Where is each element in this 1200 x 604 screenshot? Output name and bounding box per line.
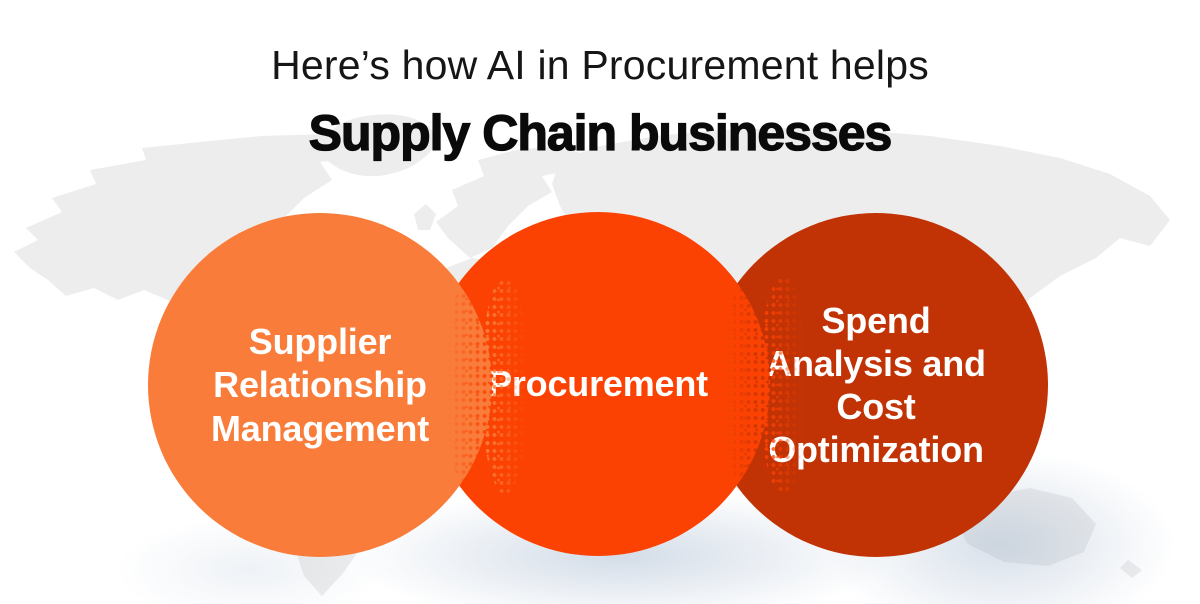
map-greenland (318, 114, 436, 177)
circle-label-supplier-relationship: Supplier Relationship Management (211, 320, 429, 450)
map-north-america (14, 134, 378, 302)
map-new-zealand (1120, 560, 1142, 578)
circle-label-line: Cost (836, 386, 916, 427)
circle-label-procurement: Procurement (488, 362, 708, 405)
subtitle: Supply Chain businesses (308, 104, 893, 161)
circle-label-line: Analysis and (766, 342, 986, 384)
circle-label-line: Spend (821, 299, 931, 341)
map-scandinavia (436, 146, 584, 258)
circle-supplier-relationship-management: Supplier Relationship Management (148, 213, 492, 557)
circle-label-line: Supplier (248, 321, 392, 363)
circle-label-spend-analysis: Spend Analysis and Cost Optimization (766, 299, 986, 472)
circle-label-line: Procurement (488, 363, 708, 405)
circle-label-line: Relationship (213, 364, 427, 406)
title: Here’s how AI in Procurement helps (271, 42, 929, 88)
map-island-east (1088, 234, 1116, 246)
map-british-isles (414, 204, 436, 230)
circle-label-line: Optimization (768, 429, 984, 471)
circle-label-line: Management (210, 407, 430, 449)
